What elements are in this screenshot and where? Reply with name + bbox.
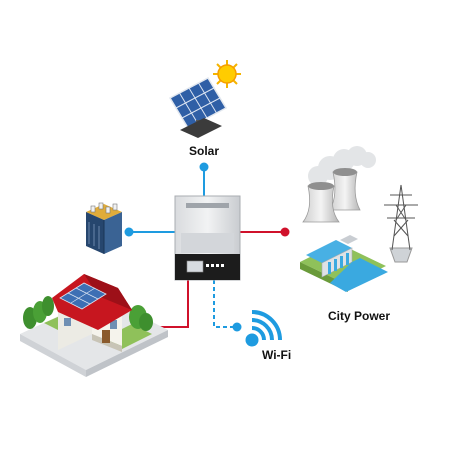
wifi-icon — [245, 310, 282, 347]
battery-icon — [86, 202, 122, 254]
home-line — [152, 280, 189, 328]
cooling-towers — [302, 168, 361, 223]
wifi-line — [213, 280, 236, 328]
city-power-label: City Power — [328, 309, 391, 323]
solar-node — [199, 162, 209, 172]
battery-node — [124, 227, 134, 237]
sun-icon — [213, 60, 241, 88]
solar-panel-icon — [168, 60, 241, 138]
solar-label: Solar — [189, 144, 220, 158]
home-icon — [20, 274, 168, 377]
wifi-label: Wi-Fi — [262, 348, 292, 362]
dam — [300, 235, 388, 292]
city-power-icon — [300, 146, 418, 292]
wifi-node — [232, 322, 242, 332]
city-power-node — [280, 227, 290, 237]
trees — [23, 296, 153, 331]
connection-lines — [130, 168, 284, 328]
pylon-icon — [384, 184, 418, 263]
inverter-icon — [174, 195, 241, 281]
